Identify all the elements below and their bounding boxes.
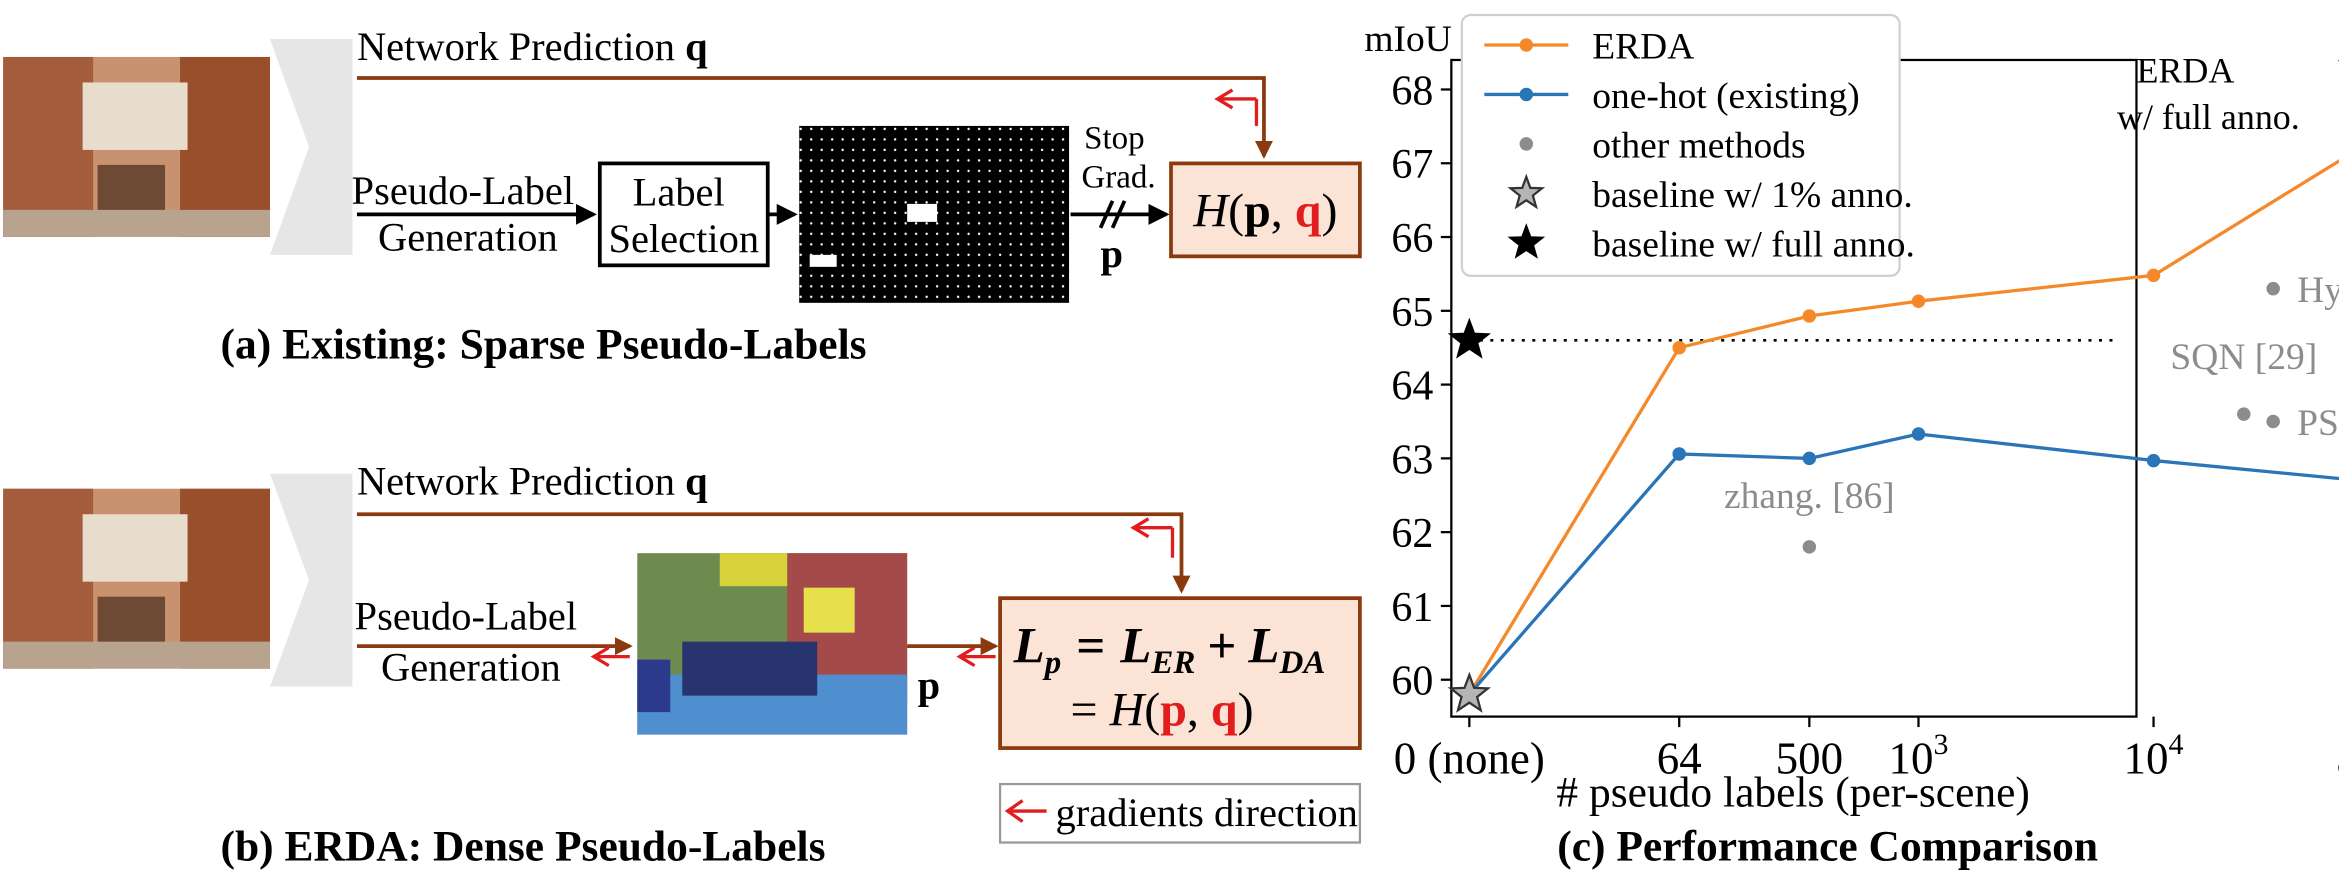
data-point-one-hot — [2146, 453, 2161, 468]
y-tick-label: 65 — [1391, 290, 1433, 336]
data-point-erda — [2146, 268, 2161, 283]
y-tick-label: 61 — [1391, 585, 1433, 631]
data-point-one-hot — [1911, 427, 1926, 441]
baseline-1pct-star — [1447, 671, 1491, 713]
caption-a: (a) Existing: Sparse Pseudo-Labels — [221, 320, 867, 368]
label-selection-box — [597, 161, 770, 268]
gradient-legend-arrow-icon — [1004, 799, 1047, 823]
p-label-b: p — [918, 663, 941, 708]
legend-label: baseline w/ full anno. — [1592, 224, 1915, 265]
baseline-full-star — [1447, 317, 1491, 359]
legend-box — [1460, 13, 1901, 277]
stop-grad-mark-2 — [1110, 200, 1127, 229]
data-point-one-hot — [1672, 447, 1686, 461]
pseudo-label-generation-label-a: Pseudo-Label Generation — [352, 168, 585, 259]
network-prediction-label-b: Network Prediction q — [357, 459, 708, 504]
legend-black-star-icon — [1507, 223, 1546, 259]
legend-marker-icon — [1519, 87, 1534, 102]
x-tick-label: 500 — [1776, 734, 1843, 784]
legend-label: baseline w/ 1% anno. — [1592, 175, 1912, 216]
gradient-arrow-b2 — [590, 646, 630, 668]
y-tick-label: 67 — [1391, 142, 1433, 188]
sparse-pseudo-label-image — [799, 125, 1070, 303]
loss-formula-a: H(p, q) — [1192, 184, 1337, 237]
dense-pseudo-label-image — [637, 553, 908, 735]
loss-equation-line2: = H(p, q) — [1071, 684, 1254, 737]
data-point-erda — [1672, 340, 1686, 355]
other-method-label: HybridCR [43] — [2297, 270, 2339, 311]
gradient-arrow-b3 — [956, 646, 996, 668]
y-tick-label: 68 — [1391, 68, 1433, 114]
gradients-legend-box — [998, 782, 1362, 844]
series-line-erda — [1467, 159, 2339, 696]
y-tick-label: 60 — [1391, 659, 1433, 705]
gradient-arrow-a — [1214, 88, 1259, 126]
data-point-one-hot — [1802, 451, 1817, 466]
data-point-erda — [1911, 294, 1926, 308]
erda-full-label-line2: w/ full anno. — [2117, 97, 2300, 137]
erda-full-label-line1: ERDA — [2136, 50, 2234, 90]
y-tick-label: 66 — [1391, 216, 1433, 262]
x-tick-label: 64 — [1657, 734, 1702, 784]
other-method-point — [2266, 281, 2280, 296]
other-method-point — [1802, 540, 1817, 554]
network-prediction-label-a: Network Prediction q — [357, 24, 708, 69]
caption-b: (b) ERDA: Dense Pseudo-Labels — [221, 823, 826, 871]
prediction-arrow-a — [356, 76, 1273, 159]
stop-grad-mark-1 — [1098, 200, 1115, 229]
series-line-one-hot — [1468, 432, 2339, 696]
network-shape-a — [270, 38, 353, 255]
legend-dot-icon — [1519, 137, 1534, 151]
data-point-erda — [1802, 309, 1817, 323]
panel-b: Network Prediction q Pseudo-Label Genera… — [3, 459, 1362, 871]
gradients-legend-label: gradients direction — [1056, 790, 1358, 835]
stop-grad-label: Stop Grad. — [1081, 120, 1155, 195]
legend-marker-icon — [1519, 38, 1534, 52]
other-method-label: PSD [87] — [2297, 403, 2339, 444]
legend-label: ERDA — [1592, 26, 1694, 67]
y-tick-label: 64 — [1391, 364, 1433, 410]
other-method-point — [2237, 407, 2251, 421]
loss-box-a — [1169, 161, 1362, 259]
library-pointcloud-image-b — [3, 488, 271, 669]
x-tick-label: all — [2337, 734, 2339, 784]
x-tick-label: 0 (none) — [1394, 734, 1545, 784]
prediction-arrow-b — [356, 512, 1191, 594]
library-pointcloud-image-a — [3, 56, 271, 237]
x-tick-label: 104 — [2124, 728, 2184, 783]
network-shape-b — [270, 473, 353, 687]
x-axis-label: # pseudo labels (per-scene) — [1556, 769, 2029, 817]
legend-label: one-hot (existing) — [1592, 76, 1859, 117]
other-method-label: SQN [29] — [2170, 337, 2317, 378]
loss-equation-line1: Lp=LER+LDA — [1013, 619, 1326, 681]
loss-box-b — [998, 596, 1362, 750]
other-method-point — [2266, 414, 2280, 429]
panel-a: Network Prediction q Pseudo-Label Genera… — [3, 24, 1362, 368]
label-selection-text: Label Selection — [608, 169, 759, 260]
y-axis-label: mIoU — [1364, 19, 1451, 60]
p-label-a: p — [1101, 231, 1124, 276]
y-tick-label: 62 — [1391, 511, 1433, 557]
caption-c: (c) Performance Comparison — [1557, 823, 2098, 871]
gradient-arrow-b — [1130, 517, 1175, 558]
pseudo-label-generation-label-b: Pseudo-Label Generation — [355, 594, 588, 690]
legend-gray-star-icon — [1507, 173, 1546, 210]
y-tick-label: 63 — [1391, 437, 1433, 483]
legend-label: other methods — [1592, 125, 1805, 166]
other-method-label: zhang. [86] — [1724, 476, 1895, 517]
